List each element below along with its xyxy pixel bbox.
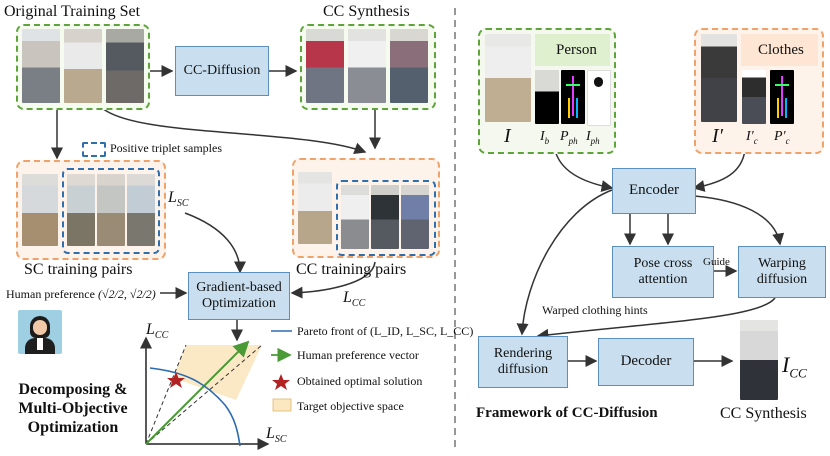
l-sc-label: LSC: [168, 189, 189, 210]
bound-line-upper: [145, 344, 187, 445]
guide-label: Guide: [703, 256, 730, 268]
person-image: [341, 185, 369, 249]
positive-triplet-group: [62, 168, 160, 254]
cc-synthesis-top-title: CC Synthesis: [323, 3, 410, 20]
cc-synthesis-bottom-label: CC Synthesis: [720, 405, 807, 422]
person-image: [401, 185, 429, 249]
legend-star-glyph: [272, 374, 290, 390]
positive-triplet-legend-glyph: [82, 142, 106, 157]
encoder-box: Encoder: [612, 168, 696, 214]
sc-training-pairs-label: SC training pairs: [24, 261, 133, 278]
person-image: [22, 174, 58, 246]
clothes-Iprime-label: I′: [712, 125, 724, 147]
arrow-lsc-to-optimization: [184, 212, 246, 274]
cc-training-pairs-label: CC training pairs: [296, 261, 407, 278]
arrow-clothes-to-encoder: [692, 149, 746, 192]
person-image: [298, 172, 332, 244]
decoder-box: Decoder: [598, 338, 694, 386]
person-image: [306, 29, 344, 103]
sc-training-pairs-panel: [16, 160, 166, 260]
original-training-set-panel: [16, 24, 150, 110]
clothes-title-bg: [741, 34, 818, 66]
clothing-image: [742, 70, 766, 124]
clothes-title: Clothes: [758, 42, 804, 58]
cc-synthesis-panel: [300, 24, 436, 110]
clothes-Icp-label: I′c: [746, 129, 758, 146]
preference-vector-line: [145, 340, 250, 445]
person-title: Person: [556, 42, 597, 58]
decomposing-section-title: Decomposing & Multi-Objective Optimizati…: [18, 381, 128, 437]
person-image: [127, 174, 155, 246]
person-image: [22, 29, 60, 103]
framework-title: Framework of CC-Diffusion: [476, 405, 658, 421]
person-image: [485, 34, 531, 122]
legend-pareto-text: Pareto front of (L_ID, L_SC, L_CC): [297, 324, 474, 338]
head-parsing-image: [587, 70, 611, 126]
plot-y-label: LCC: [146, 321, 169, 342]
arrow-person-to-encoder: [554, 149, 614, 192]
arrow-encoder-to-warping: [693, 195, 785, 246]
plot-x-label: LSC: [266, 425, 287, 446]
pareto-front-curve: [149, 367, 241, 447]
person-Pph-label: Pph: [560, 129, 578, 146]
positive-triplet-legend: Positive triplet samples: [110, 141, 222, 155]
cc-training-pairs-panel: [292, 158, 440, 258]
bound-line-lower: [145, 344, 263, 445]
l-cc-label: LCC: [343, 289, 366, 310]
person-image: [701, 34, 737, 122]
legend-solution-text: Obtained optimal solution: [297, 374, 423, 388]
person-I-label: I: [504, 125, 511, 147]
clothes-Pcp-label: P′c: [774, 129, 790, 146]
warped-hints-label: Warped clothing hints: [542, 303, 648, 317]
person-image: [390, 29, 428, 103]
person-image: [97, 174, 125, 246]
person-image: [106, 29, 144, 103]
person-Ib-label: Ib: [540, 129, 550, 146]
person-title-bg: [535, 34, 610, 66]
original-training-set-title: Original Training Set: [4, 3, 141, 20]
person-image: [67, 174, 95, 246]
person-Iph-label: Iph: [586, 129, 600, 146]
clothes-panel: Clothes I′ I′c P′c: [694, 28, 824, 154]
arrow-warped-hints: [536, 297, 776, 341]
clothes-pose-map-image: [770, 70, 794, 124]
cc-synthesis-output-image: [740, 320, 778, 400]
cc-diffusion-box: CC-Diffusion: [175, 46, 269, 96]
person-image: [371, 185, 399, 249]
legend-vector-text: Human preference vector: [297, 348, 419, 362]
person-image: [348, 29, 386, 103]
optimal-solution-star: [167, 372, 185, 388]
legend-target-text: Target objective space: [297, 399, 404, 413]
legend-target-glyph: [272, 398, 292, 412]
arrow-encoder-to-rendering: [516, 189, 613, 336]
arrow-lcc-to-optimization: [290, 261, 376, 299]
body-mask-image: [535, 70, 559, 124]
pose-map-image: [561, 70, 585, 124]
arrow-original-to-cc: [99, 105, 367, 155]
person-image: [64, 29, 102, 103]
human-preference-text: Human preference (√2/2, √2/2): [6, 287, 156, 301]
positive-triplet-group: [336, 180, 436, 256]
person-panel: Person I Ib Pph Iph: [478, 28, 616, 154]
avatar: [18, 310, 62, 354]
output-Icc-label: ICC: [782, 352, 807, 381]
